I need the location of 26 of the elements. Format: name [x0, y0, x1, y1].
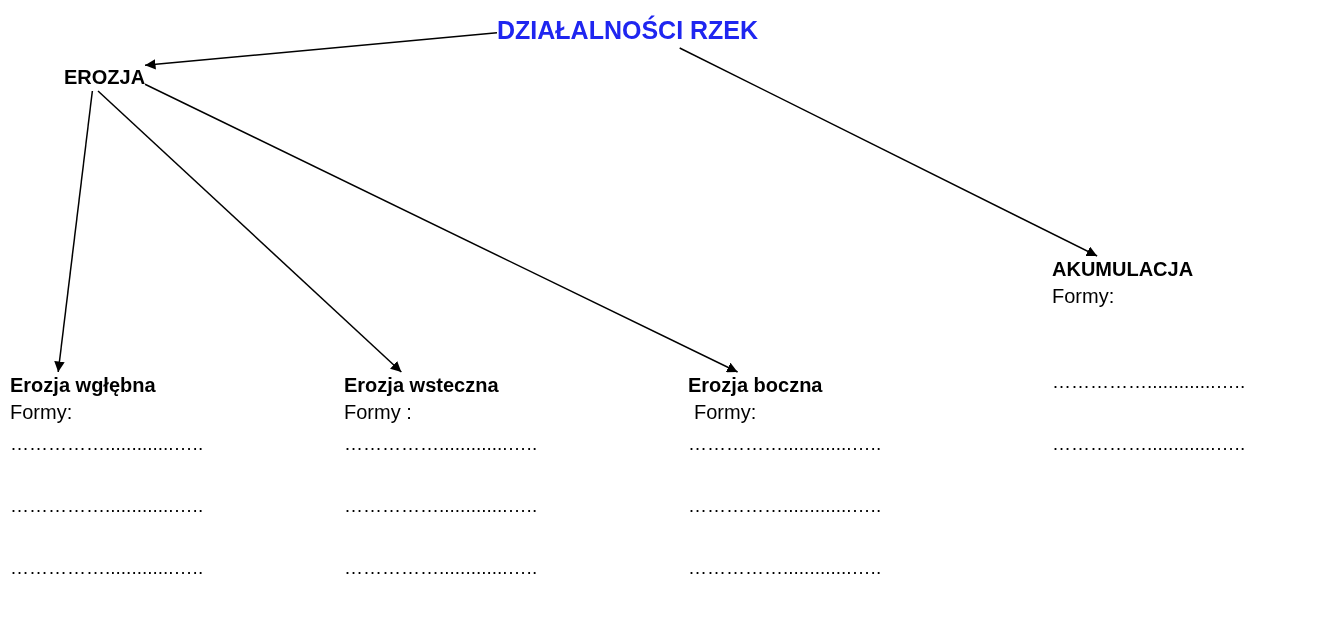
fill-in-line: …………….............…..: [344, 433, 538, 455]
fill-in-line: …………….............…..: [1052, 371, 1246, 393]
fill-in-line: …………….............…..: [10, 557, 204, 579]
text-label: Formy:: [694, 401, 757, 423]
heading: Erozja wsteczna: [344, 373, 499, 398]
heading: AKUMULACJA: [1052, 257, 1194, 282]
heading: Erozja boczna: [688, 373, 823, 398]
arrow: [678, 47, 1098, 257]
fill-in-line: …………….............…..: [344, 495, 538, 517]
heading: EROZJA: [64, 65, 146, 90]
fill-in-line: …………….............…..: [10, 433, 204, 455]
arrow: [144, 83, 739, 373]
arrow: [97, 90, 403, 373]
fill-in-line: …………….............…..: [344, 557, 538, 579]
fill-in-line: …………….............…..: [688, 433, 882, 455]
arrow: [54, 90, 94, 373]
fill-in-line: …………….............…..: [688, 495, 882, 517]
title: DZIAŁALNOŚCI RZEK: [497, 14, 759, 46]
text-label: Formy:: [10, 401, 73, 423]
fill-in-line: …………….............…..: [1052, 433, 1246, 455]
fill-in-line: …………….............…..: [688, 557, 882, 579]
heading: Erozja wgłębna: [10, 373, 156, 398]
text-label: Formy :: [344, 401, 412, 423]
text-label: Formy:: [1052, 285, 1115, 307]
arrow: [144, 31, 498, 70]
fill-in-line: …………….............…..: [10, 495, 204, 517]
